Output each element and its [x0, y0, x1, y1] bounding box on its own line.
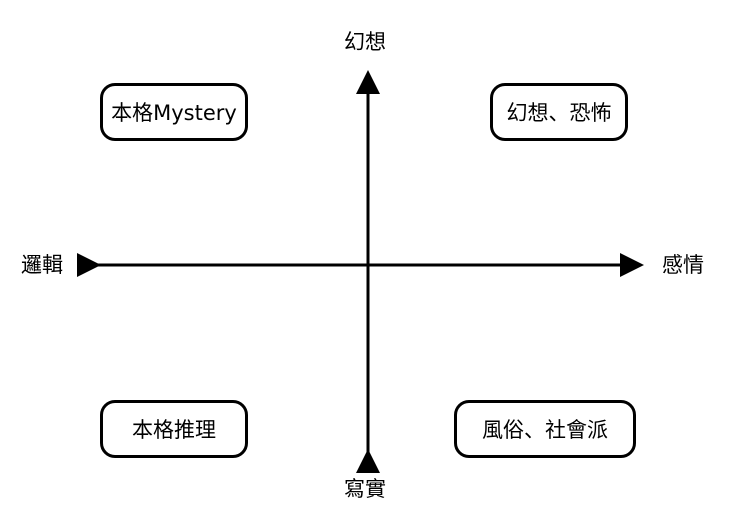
axis-label-right: 感情 [662, 253, 704, 277]
quadrant-label-bottom-left: 本格推理 [132, 418, 216, 442]
quadrant-label-bottom-right: 風俗、社會派 [482, 418, 608, 442]
quadrant-box-bottom-right: 風俗、社會派 [454, 400, 636, 458]
axis-label-top: 幻想 [344, 30, 386, 54]
axis-label-left: 邏輯 [21, 253, 63, 277]
quadrant-box-bottom-left: 本格推理 [100, 400, 248, 458]
quadrant-box-top-right: 幻想、恐怖 [490, 83, 628, 141]
quadrant-box-top-left: 本格Mystery [100, 83, 248, 141]
axis-label-bottom: 寫實 [344, 477, 386, 501]
quadrant-label-top-left: 本格Mystery [111, 101, 237, 125]
quadrant-label-top-right: 幻想、恐怖 [506, 101, 612, 125]
